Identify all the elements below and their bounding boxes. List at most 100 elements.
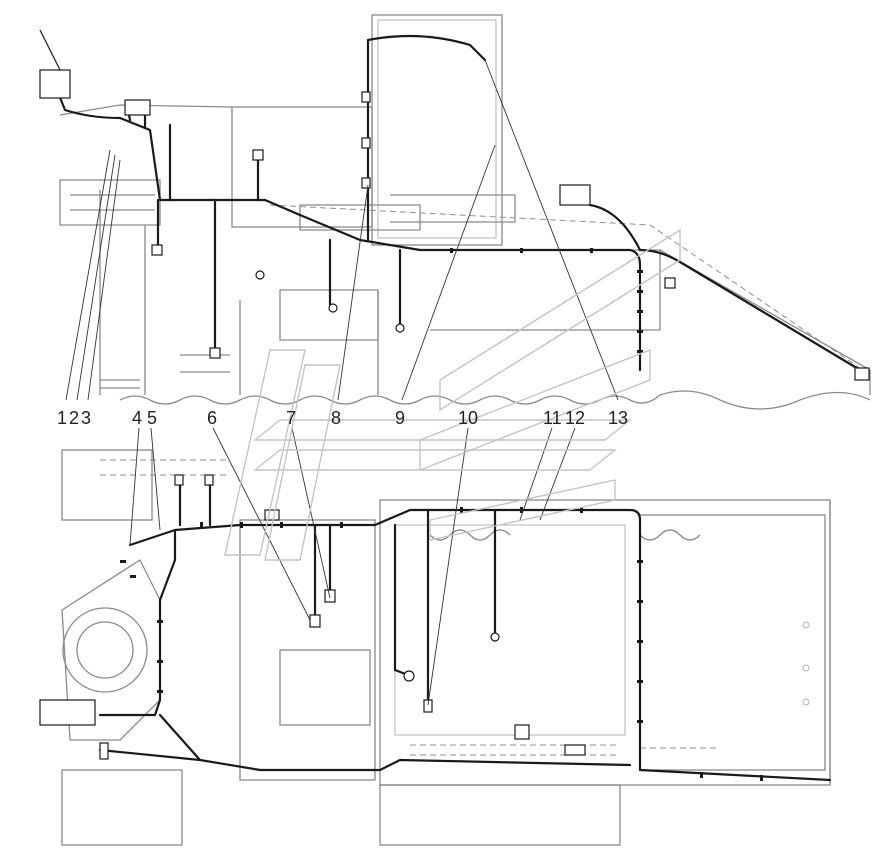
lower-harness-main-trunk xyxy=(128,508,832,782)
upper-harness-boom-run xyxy=(638,248,862,372)
sensor-icon xyxy=(403,670,415,682)
sensor-icon xyxy=(395,323,405,333)
callout-1: 1 xyxy=(57,408,67,428)
lower-engine-block xyxy=(279,649,371,726)
watermark-stroke xyxy=(429,479,616,541)
upper-engine-block xyxy=(279,289,379,341)
lower-main-deck xyxy=(379,499,831,786)
upper-frame-outlines xyxy=(59,14,871,410)
ground-terminal-icon xyxy=(99,742,109,760)
swing-bearing-outer xyxy=(62,607,148,693)
connector-icon xyxy=(423,699,433,713)
upper-left-marks xyxy=(100,379,140,389)
connector-icon xyxy=(209,347,221,359)
lower-harness xyxy=(39,474,832,782)
lower-cw-pattern xyxy=(639,529,701,541)
lower-harness-bottom-run xyxy=(158,713,632,772)
connector-icon xyxy=(361,91,371,103)
sensor-icon xyxy=(328,303,338,313)
connector-icon xyxy=(309,614,321,628)
valve-connector-icon xyxy=(559,184,591,206)
upper-harness xyxy=(39,29,870,381)
connector-icon xyxy=(174,474,184,486)
leader-6 xyxy=(212,427,311,621)
leader-8 xyxy=(337,184,369,401)
watermark-chevron xyxy=(253,449,617,471)
connector-icon xyxy=(151,244,163,256)
callout-13: 13 xyxy=(608,408,628,428)
connector-icon xyxy=(361,137,371,149)
upper-boom-dash xyxy=(269,204,871,376)
leader-10 xyxy=(427,427,469,706)
callout-6: 6 xyxy=(207,408,217,428)
upper-engine-sides xyxy=(239,290,379,395)
lower-harness-left-loop xyxy=(98,528,177,717)
leader-7 xyxy=(291,427,331,599)
connector-block-icon xyxy=(124,99,151,116)
lower-top-stubs xyxy=(178,478,212,527)
leader-3 xyxy=(87,159,121,401)
watermark-bar xyxy=(264,364,341,561)
leader-2 xyxy=(76,154,116,401)
watermark-bar xyxy=(224,349,306,556)
callout-10: 10 xyxy=(458,408,478,428)
leader-lines xyxy=(65,59,619,706)
upper-left-post xyxy=(99,190,146,395)
sensor-icon xyxy=(255,270,265,280)
watermark-stroke xyxy=(439,228,681,412)
lower-clips xyxy=(120,507,763,781)
callout-5: 5 xyxy=(147,408,157,428)
upper-mid-housing xyxy=(231,106,373,228)
leader-11 xyxy=(519,427,553,521)
callout-11: 11 xyxy=(543,408,562,428)
connector-icon xyxy=(854,367,870,381)
lower-left-dash xyxy=(100,459,230,476)
leader-5 xyxy=(150,427,161,531)
watermark-logo xyxy=(224,228,681,561)
upper-right-branch xyxy=(588,203,642,252)
connector-icon xyxy=(664,277,676,289)
leader-9 xyxy=(401,144,496,401)
battery-relay-icon xyxy=(39,699,96,726)
callout-labels: 1 2 3 4 5 6 7 8 9 10 11 12 13 xyxy=(57,408,628,428)
lower-counterweight xyxy=(639,514,826,771)
upper-mid-marks xyxy=(180,354,230,373)
callout-3: 3 xyxy=(81,408,91,428)
lower-left-block xyxy=(61,449,153,521)
upper-harness-main-trunk xyxy=(263,198,642,372)
connector-icon xyxy=(514,724,530,740)
upper-clips xyxy=(450,248,643,353)
upper-left-beam xyxy=(59,179,161,226)
callout-9: 9 xyxy=(395,408,405,428)
antenna-lead xyxy=(39,29,61,71)
upper-harness-left-run xyxy=(53,83,267,202)
upper-tank xyxy=(430,249,661,331)
lower-left-foot xyxy=(61,769,183,846)
upper-left-beam-ribs xyxy=(70,194,155,211)
callout-12: 12 xyxy=(565,408,585,428)
swing-bearing-inner xyxy=(76,621,134,679)
callout-7: 7 xyxy=(286,408,296,428)
connector-icon xyxy=(264,509,280,521)
connector-icon xyxy=(252,149,264,161)
callout-2: 2 xyxy=(69,408,79,428)
watermark-stroke xyxy=(419,348,651,472)
lower-harness-foot-run xyxy=(98,748,202,762)
upper-cab-loop xyxy=(366,34,487,62)
callout-4: 4 xyxy=(132,408,142,428)
upper-cab-panel-inner xyxy=(377,19,497,239)
upper-boom-outline xyxy=(659,249,871,395)
callout-8: 8 xyxy=(331,408,341,428)
lower-drop-a xyxy=(393,523,410,677)
leader-1 xyxy=(65,149,111,401)
leader-12 xyxy=(539,427,576,521)
lower-bottom-dash xyxy=(410,744,620,756)
break-line xyxy=(119,390,871,410)
sensor-icon xyxy=(490,632,500,642)
watermark-chevron xyxy=(253,419,632,441)
lower-rear-frame xyxy=(379,784,621,846)
connector-icon xyxy=(204,474,214,486)
leader-13 xyxy=(484,59,619,401)
